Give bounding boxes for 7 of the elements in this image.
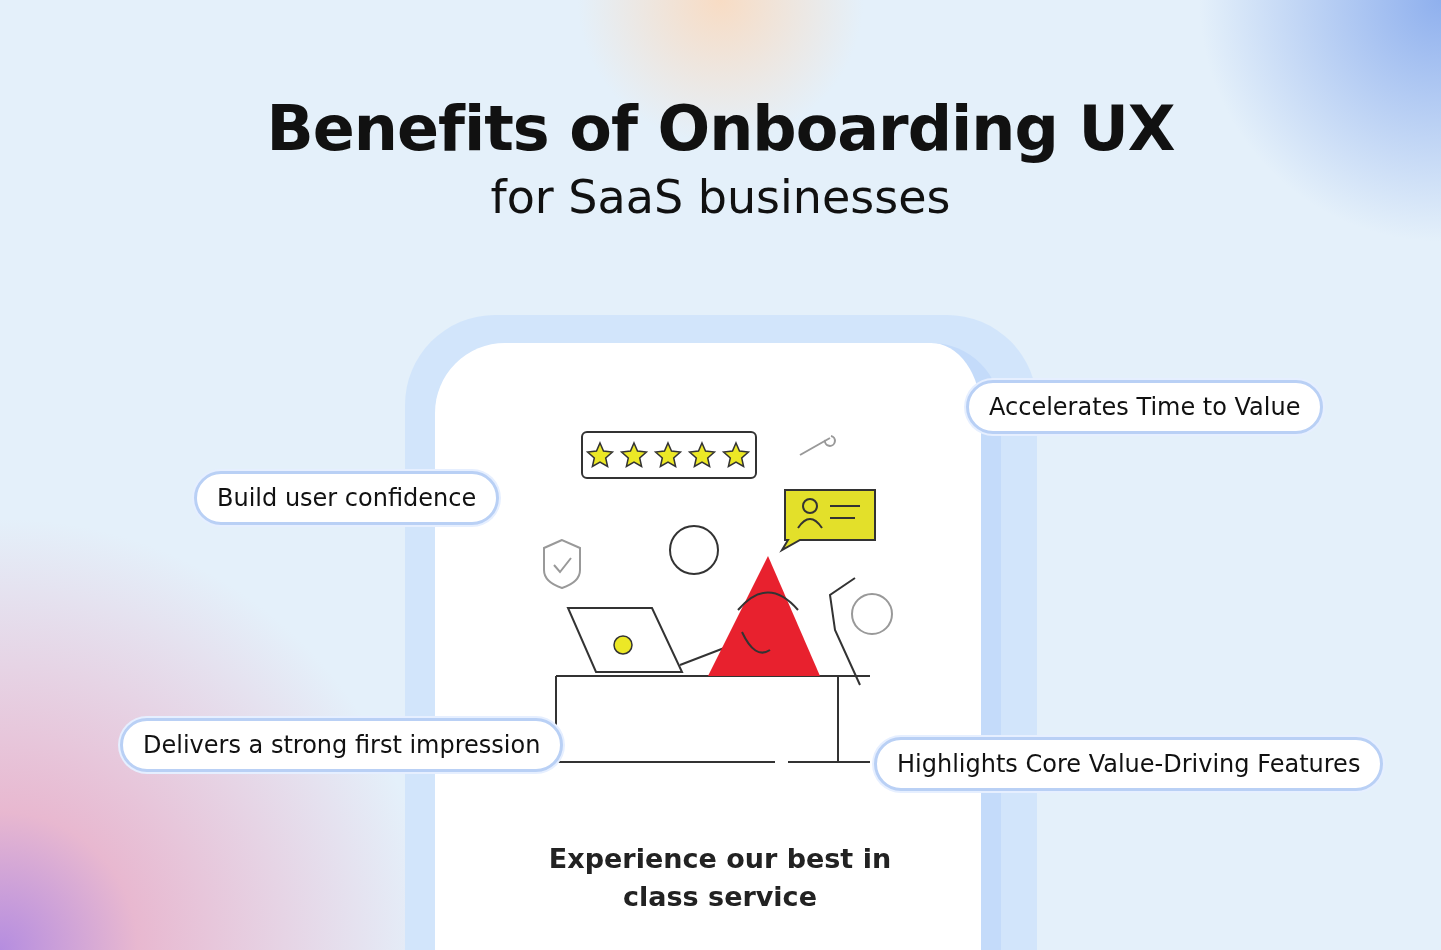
tagline-text: Experience our best in class service <box>547 842 893 914</box>
benefit-pill: Build user confidence <box>194 471 500 525</box>
benefit-pill: Delivers a strong first impression <box>120 718 564 772</box>
subtitle-text: for SaaS businesses <box>489 170 952 224</box>
benefit-pill: Accelerates Time to Value <box>966 380 1324 434</box>
benefit-pill: Highlights Core Value-Driving Features <box>874 737 1384 791</box>
title-text: Benefits of Onboarding UX <box>265 92 1176 165</box>
